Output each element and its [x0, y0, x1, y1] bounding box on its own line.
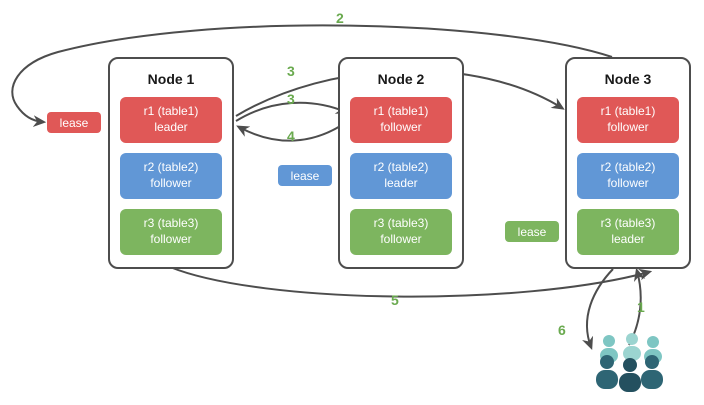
node1-range-r3: r3 (table3) follower	[120, 209, 222, 255]
node-1-box: Node 1 r1 (table1) leader r2 (table2) fo…	[108, 57, 234, 269]
node2-range-r1: r1 (table1) follower	[350, 97, 452, 143]
range-name: r1 (table1)	[600, 104, 656, 119]
range-role: follower	[607, 120, 649, 134]
step-label-1: 1	[637, 299, 645, 315]
range-name: r2 (table2)	[373, 160, 429, 175]
node2-range-r3: r3 (table3) follower	[350, 209, 452, 255]
range-name: r2 (table2)	[143, 160, 199, 175]
node-2-box: Node 2 r1 (table1) follower r2 (table2) …	[338, 57, 464, 269]
range-name: r3 (table3)	[143, 216, 199, 231]
node1-range-r1: r1 (table1) leader	[120, 97, 222, 143]
node3-range-r3: r3 (table3) leader	[577, 209, 679, 255]
range-role: leader	[154, 120, 188, 134]
lease-badge-r3: lease	[505, 221, 559, 242]
range-name: r3 (table3)	[373, 216, 429, 231]
step-label-4: 4	[287, 128, 295, 144]
node3-range-r1: r1 (table1) follower	[577, 97, 679, 143]
range-role: follower	[150, 232, 192, 246]
range-role: leader	[384, 176, 418, 190]
node2-range-r2: r2 (table2) leader	[350, 153, 452, 199]
range-name: r3 (table3)	[600, 216, 656, 231]
step-label-3a: 3	[287, 63, 295, 79]
arrow-step-2	[11, 24, 613, 127]
step-label-2: 2	[336, 10, 344, 26]
lease-badge-r2: lease	[278, 165, 332, 186]
arrow-step-5	[169, 266, 653, 298]
range-role: leader	[611, 232, 645, 246]
range-role: follower	[150, 176, 192, 190]
range-name: r1 (table1)	[373, 104, 429, 119]
users-icon	[596, 333, 663, 392]
lease-badge-r1: lease	[47, 112, 101, 133]
node-3-box: Node 3 r1 (table1) follower r2 (table2) …	[565, 57, 691, 269]
node-3-title: Node 3	[604, 71, 652, 87]
node-2-title: Node 2	[377, 71, 425, 87]
range-name: r1 (table1)	[143, 104, 199, 119]
range-role: follower	[380, 120, 422, 134]
range-name: r2 (table2)	[600, 160, 656, 175]
range-role: follower	[607, 176, 649, 190]
node-1-title: Node 1	[147, 71, 195, 87]
step-label-6: 6	[558, 322, 566, 338]
range-role: follower	[380, 232, 422, 246]
step-label-5: 5	[391, 292, 399, 308]
node1-range-r2: r2 (table2) follower	[120, 153, 222, 199]
step-label-3b: 3	[287, 91, 295, 107]
node3-range-r2: r2 (table2) follower	[577, 153, 679, 199]
